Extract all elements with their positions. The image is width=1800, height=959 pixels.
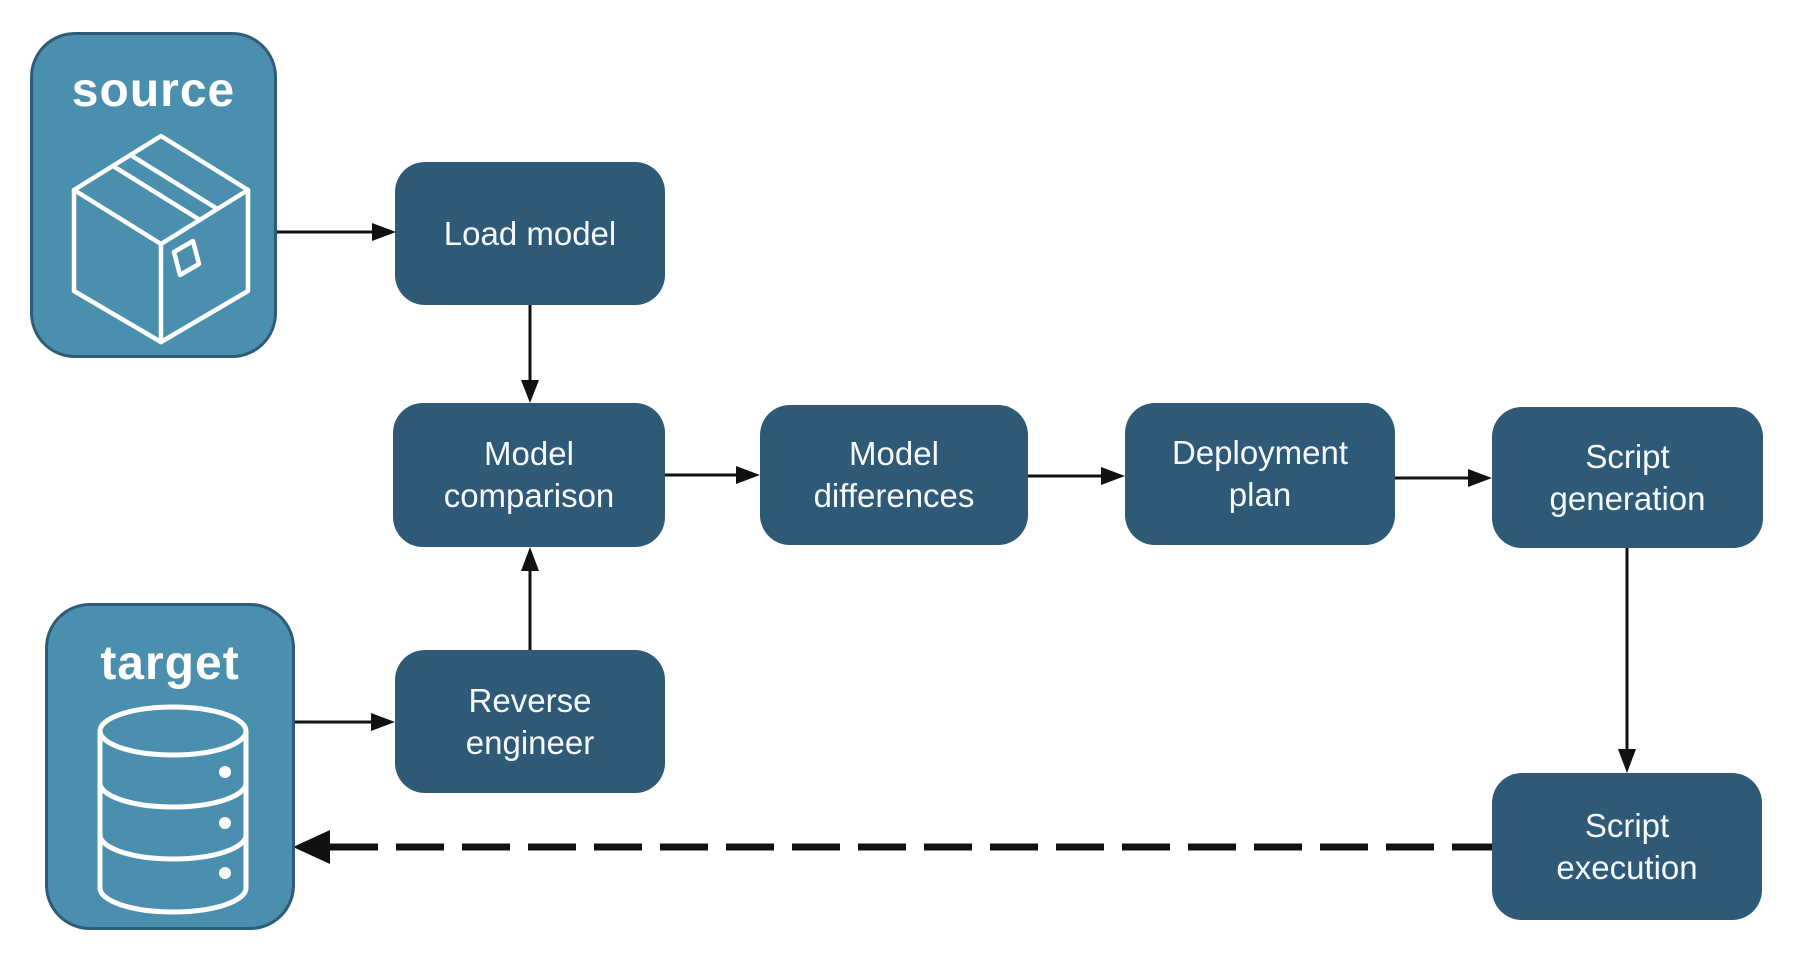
- target-label: target: [100, 637, 240, 690]
- node-model-comparison: Model comparison: [393, 403, 665, 547]
- arrow-deployment-plan-to-script-generation: [1395, 469, 1492, 487]
- node-label: Reverse engineer: [465, 681, 595, 761]
- source-box: source: [30, 32, 277, 358]
- package-icon: [71, 133, 251, 345]
- source-label: source: [71, 64, 236, 117]
- arrow-model-comparison-to-model-differences: [665, 466, 760, 484]
- arrow-load-model-to-model-comparison: [521, 305, 539, 403]
- database-icon: [97, 704, 249, 915]
- arrow-model-differences-to-deployment-plan: [1028, 467, 1125, 485]
- arrow-source-to-load-model: [277, 223, 396, 241]
- node-label: Model comparison: [443, 435, 615, 514]
- target-box: target: [45, 603, 295, 930]
- node-label: Script generation: [1549, 437, 1706, 517]
- dashed-arrow-script-execution-to-target: [293, 830, 1492, 864]
- arrow-target-to-reverse-engineer: [295, 713, 395, 731]
- node-label: Model differences: [813, 435, 975, 514]
- node-load-model: Load model: [395, 162, 665, 305]
- arrow-script-generation-to-script-execution: [1618, 548, 1636, 773]
- node-label: Load model: [443, 214, 617, 252]
- node-reverse-engineer: Reverse engineer: [395, 650, 665, 793]
- node-label: Script execution: [1556, 806, 1698, 886]
- arrow-reverse-engineer-to-model-comparison: [521, 547, 539, 650]
- node-model-differences: Model differences: [760, 405, 1028, 545]
- node-script-generation: Script generation: [1492, 407, 1763, 548]
- node-script-execution: Script execution: [1492, 773, 1762, 920]
- node-deployment-plan: Deployment plan: [1125, 403, 1395, 545]
- node-label: Deployment plan: [1171, 434, 1349, 513]
